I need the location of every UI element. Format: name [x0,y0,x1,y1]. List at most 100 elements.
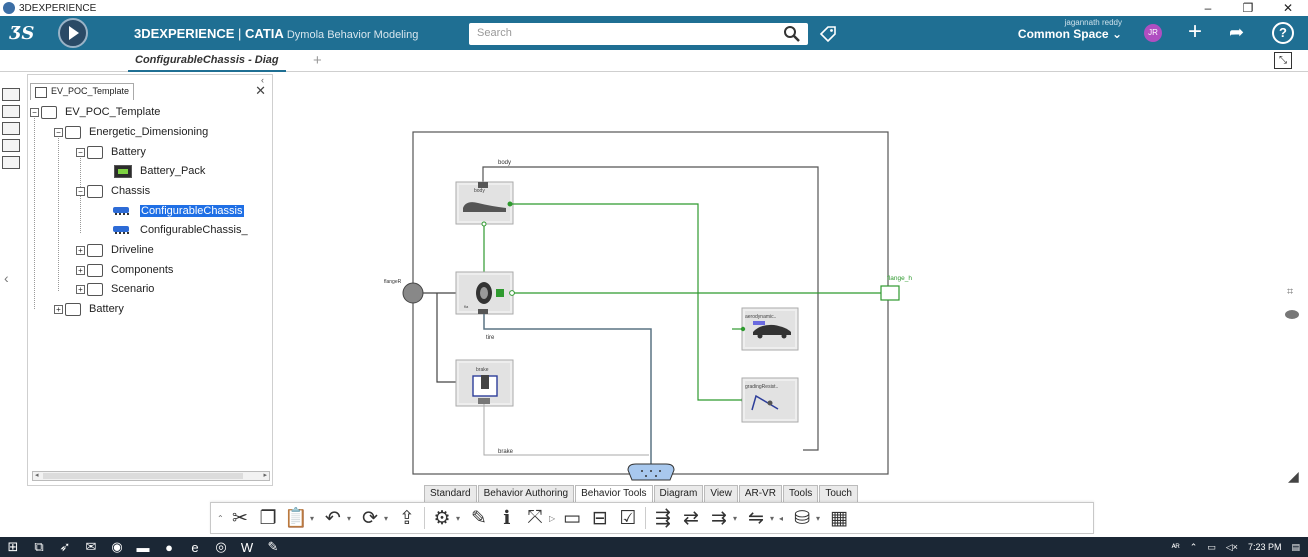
comment-icon[interactable] [1285,310,1299,319]
flangeR-connector [402,282,424,304]
volume-icon[interactable]: ◁× [1225,541,1238,552]
tab-tools[interactable]: Tools [782,485,819,502]
search-input[interactable]: Search [469,23,808,45]
help-button[interactable]: ? [1272,22,1294,44]
fullscreen-icon[interactable]: ⤡ [1274,52,1292,69]
add-button[interactable]: + [1188,18,1203,45]
start-icon[interactable]: ⊞ [7,539,19,554]
tab-configurable-chassis[interactable]: ConfigurableChassis - Diag [128,50,286,72]
check-icon[interactable]: ☑ [619,507,637,529]
tab-touch[interactable]: Touch [819,485,858,502]
cut-icon[interactable]: ✂ [232,507,248,529]
undo-icon[interactable]: ↶ [325,507,341,529]
tree-view-icon[interactable] [2,88,20,101]
file-explorer-icon[interactable]: ▬ [136,539,150,555]
tree-node-configurable-chassis-2[interactable]: ConfigurableChassis_ [112,221,248,239]
tab-behavior-tools[interactable]: Behavior Tools [575,485,653,502]
tree-node-battery-folder[interactable]: −Battery [76,143,146,161]
tree-node-energetic[interactable]: −Energetic_Dimensioning [54,123,208,141]
tree-node-label: Battery [89,303,124,315]
prev-icon[interactable]: ◂ [779,513,784,523]
paint-icon[interactable]: ✎ [267,539,279,554]
play-icon[interactable]: ▷ [549,513,556,523]
pencil-icon[interactable]: ◢ [1288,468,1299,484]
library-view-icon[interactable] [2,122,20,135]
tree-tab[interactable]: EV_POC_Template [30,83,135,100]
connect-icon[interactable]: ⤧ [527,507,543,528]
tray-expand-icon[interactable]: ⌃ [1189,541,1198,552]
tree-horizontal-scrollbar[interactable]: ◂▸ [32,471,270,481]
tree-node-driveline[interactable]: +Driveline [76,241,154,259]
simulate-icon[interactable]: ⚙ [433,507,451,529]
tree-node-scenario[interactable]: +Scenario [76,280,154,298]
sync-dropdown-icon[interactable]: ▾ [770,513,775,523]
avatar[interactable]: JR [1144,24,1162,42]
rectangle-icon[interactable]: ▭ [563,507,581,529]
paste-icon[interactable]: 📋 [284,508,308,529]
restore-button[interactable]: ❐ [1242,1,1254,15]
tree-node-configurable-chassis[interactable]: ConfigurableChassis [112,202,244,220]
tag-icon[interactable] [818,24,838,44]
window-title: 3DEXPERIENCE [19,2,97,14]
collapse-panel-icon[interactable]: ‹ [261,75,264,85]
simulate-dropdown-icon[interactable]: ▾ [456,513,461,523]
ds-logo-icon[interactable]: ƷS [9,22,35,44]
export-icon[interactable]: ⇪ [399,507,415,529]
compass-icon[interactable] [44,16,102,50]
table-icon[interactable]: ▦ [830,507,848,529]
edit-icon[interactable]: ✎ [471,507,487,529]
tree-node-battery-root[interactable]: +Battery [54,300,124,318]
group-icon[interactable]: ⊟ [592,507,608,529]
tab-behavior-authoring[interactable]: Behavior Authoring [477,485,575,502]
search-icon[interactable] [783,25,801,43]
notifications-icon[interactable]: ▤ [1291,541,1300,552]
edge-icon[interactable]: e [191,539,199,555]
people-icon[interactable]: ᴬᴿ [1171,542,1180,552]
component-view-icon[interactable] [2,105,20,118]
tree-node-chassis[interactable]: −Chassis [76,182,150,200]
tree-node-battery-pack[interactable]: Battery_Pack [114,162,205,180]
undo-dropdown-icon[interactable]: ▾ [347,513,352,523]
user-menu[interactable]: jagannath reddy Common Space ⌄ [1010,18,1122,41]
new-tab-button[interactable]: + [313,52,322,69]
diagram-canvas[interactable]: body body flangeR fla tire flange_h aero… [360,120,950,490]
close-button[interactable]: ✕ [1282,1,1294,15]
clock[interactable]: 7:23 PM [1247,542,1282,552]
database-icon[interactable]: ⛁ [794,507,810,529]
tab-diagram[interactable]: Diagram [653,485,704,502]
align-icon[interactable]: ⇄ [683,507,699,529]
expand-icon[interactable]: ⌃ [217,513,224,523]
route-dropdown-icon[interactable]: ▾ [733,513,738,523]
network-icon[interactable]: ▭ [1207,541,1216,552]
3dexperience-taskbar-icon[interactable]: ◎ [215,539,227,554]
update-icon[interactable]: ⟳ [362,507,378,529]
update-dropdown-icon[interactable]: ▾ [384,513,389,523]
window-view-icon[interactable] [2,156,20,169]
tab-view[interactable]: View [704,485,738,502]
task-view-icon[interactable]: ⧉ [34,539,44,554]
paste-dropdown-icon[interactable]: ▾ [310,513,315,523]
copy-icon[interactable]: ❐ [259,507,277,529]
app-brand: 3DEXPERIENCE | CATIA Dymola Behavior Mod… [134,26,418,41]
database-dropdown-icon[interactable]: ▾ [816,513,821,523]
app-logo-icon [3,2,15,14]
panel-view-icon[interactable] [2,139,20,152]
close-panel-icon[interactable]: ✕ [255,83,266,98]
tree-node-components[interactable]: +Components [76,261,173,279]
info-icon[interactable]: ℹ [503,507,511,529]
sync-icon[interactable]: ⇋ [748,507,764,529]
minimize-button[interactable]: – [1204,1,1212,15]
route-icon[interactable]: ⇉ [711,507,727,529]
tab-ar-vr[interactable]: AR-VR [738,485,782,502]
firefox-icon[interactable]: ● [165,539,173,555]
tree-node-root[interactable]: −EV_POC_Template [30,103,160,121]
mail-icon[interactable]: ✉ [85,539,97,554]
tab-standard[interactable]: Standard [424,485,477,502]
pinned-app-icon[interactable]: ➶ [59,539,71,554]
layout-icon[interactable]: ⇶ [655,507,671,529]
chart-icon[interactable]: ⌗ [1287,286,1294,298]
collapse-left-icon[interactable]: ‹ [4,270,9,286]
word-icon[interactable]: W [240,539,254,555]
share-icon[interactable]: ➦ [1229,22,1245,42]
chrome-icon[interactable]: ◉ [111,539,123,554]
